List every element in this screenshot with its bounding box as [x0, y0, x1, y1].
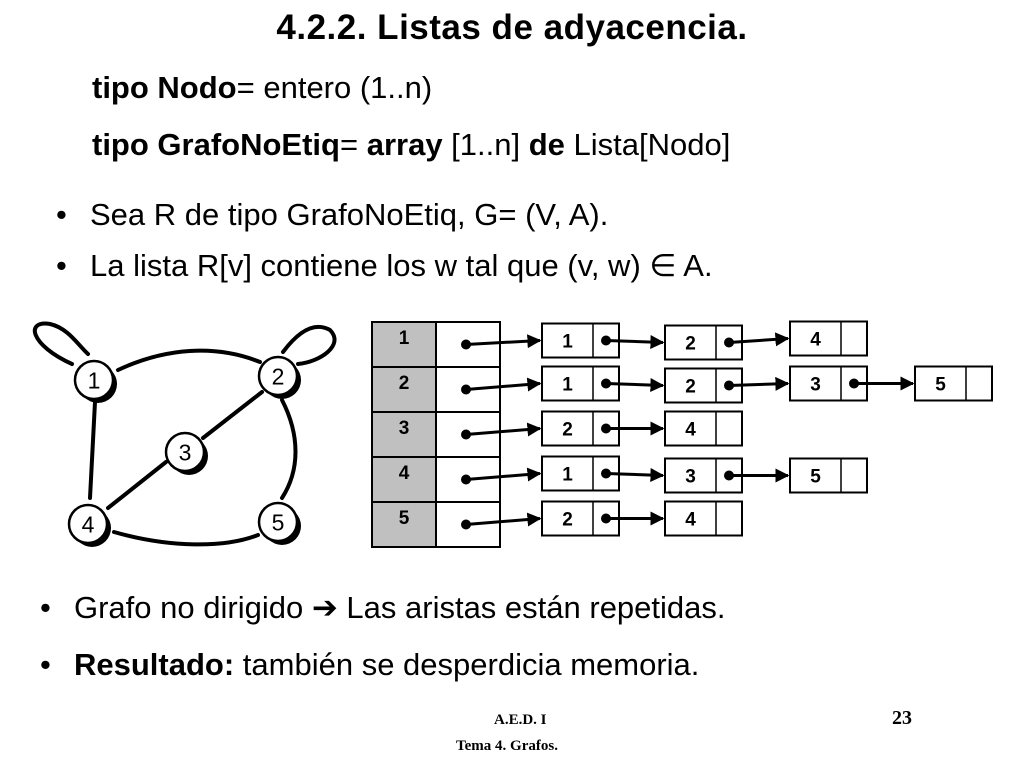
list-node-value: 2	[685, 377, 696, 398]
type-grafo-line: tipo GrafoNoEtiq= array [1..n] de Lista[…	[92, 127, 730, 163]
pointer-arrow	[605, 335, 665, 350]
pointer-arrow	[605, 468, 665, 483]
pointer-arrow	[465, 422, 542, 437]
bullet-dot: •	[40, 590, 51, 625]
graph-node-5: 5	[257, 501, 301, 545]
bullet-dot: •	[56, 197, 67, 232]
pointer-arrow	[728, 332, 790, 347]
list-node-value: 2	[685, 334, 696, 355]
bullet-lista-rv: • La lista R[v] contiene los w tal que (v…	[56, 248, 713, 284]
type-nodo-definition: entero (1..n)	[263, 70, 433, 105]
bullet-text-end: Las aristas están repetidas.	[337, 590, 726, 625]
pointer-arrow	[465, 467, 542, 482]
graph-edge-4-5	[112, 530, 260, 547]
list-node-value: 1	[562, 332, 573, 353]
footer-course: A.E.D. I	[494, 712, 547, 728]
list-node	[664, 410, 743, 447]
bullet-text: La lista R[v] contiene los w tal que (v,…	[90, 248, 650, 283]
resultado-label: Resultado:	[74, 647, 235, 682]
graph-node-label: 5	[272, 509, 285, 535]
bullet-resultado: • Resultado: también se desperdicia memor…	[40, 647, 699, 683]
list-node	[789, 457, 868, 494]
de-keyword: de	[528, 127, 565, 162]
bullet-sea-r: • Sea R de tipo GrafoNoEtiq, G= (V, A).	[56, 197, 608, 233]
array-index-cell	[371, 366, 437, 413]
graph-edge-1-1	[32, 321, 90, 366]
bullet-dot: •	[40, 647, 51, 682]
list-node	[789, 320, 868, 357]
list-node	[789, 365, 868, 402]
slide-title: 4.2.2. Listas de adyacencia.	[276, 8, 748, 47]
array-index-label: 4	[399, 463, 410, 484]
list-node-value: 1	[562, 465, 573, 486]
bullet-text: Sea R de tipo GrafoNoEtiq, G= (V, A).	[90, 197, 609, 232]
graph-diagram: 1 2 3 4 5	[32, 321, 337, 547]
list-node-value: 2	[562, 420, 573, 441]
graph-edge-1-4	[88, 400, 97, 500]
pointer-arrow	[465, 512, 542, 527]
graph-edge-2-5	[280, 398, 298, 500]
list-node-value: 5	[935, 375, 946, 396]
graph-node-label: 3	[179, 439, 192, 465]
array-index-cell	[371, 411, 437, 458]
array-index-label: 2	[399, 373, 410, 394]
list-node	[914, 365, 993, 402]
bullet-text-end: A.	[676, 248, 713, 283]
array-index-label: 3	[399, 418, 410, 439]
bullet-text: Grafo no dirigido	[74, 590, 312, 625]
type-grafo-keyword: tipo GrafoNoEtiq	[92, 127, 340, 162]
list-type: Lista[Nodo]	[564, 127, 731, 162]
graph-edge-2-3	[201, 390, 264, 440]
type-nodo-equals: =	[236, 70, 264, 105]
element-of-symbol: ∈	[649, 248, 677, 283]
type-nodo-line: tipo Nodo= entero (1..n)	[92, 70, 432, 106]
list-node-value: 4	[685, 510, 696, 531]
list-node-value: 4	[685, 420, 696, 441]
pointer-arrow	[605, 378, 665, 393]
array-index-label: 5	[399, 508, 410, 529]
graph-node-3: 3	[164, 431, 208, 475]
graph-edge-3-4	[106, 460, 168, 510]
array-range: [1..n]	[442, 127, 529, 162]
list-node-value: 1	[562, 375, 573, 396]
list-node-value: 4	[810, 330, 821, 351]
type-nodo-keyword: tipo Nodo	[92, 70, 237, 105]
list-node	[541, 365, 620, 402]
pointer-arrow	[465, 334, 542, 349]
list-node	[664, 500, 743, 537]
graph-node-1: 1	[73, 359, 117, 403]
pointer-arrow	[465, 377, 542, 392]
graph-node-label: 2	[272, 363, 285, 389]
graph-node-2: 2	[257, 355, 301, 399]
bullet-grafo-no-dirigido: • Grafo no dirigido ➔ Las aristas están r…	[40, 590, 726, 626]
graph-edge-1-2	[116, 348, 262, 372]
footer-topic: Tema 4. Grafos.	[456, 738, 558, 754]
graph-node-label: 4	[82, 511, 95, 537]
implies-arrow-icon: ➔	[311, 590, 338, 625]
page-number: 23	[892, 707, 912, 729]
graph-node-label: 1	[88, 367, 101, 393]
array-index-label: 1	[399, 328, 410, 349]
array-index-cell	[371, 321, 437, 368]
list-node-value: 3	[685, 467, 696, 488]
bullet-text: también se desperdicia memoria.	[234, 647, 700, 682]
pointer-arrow	[728, 376, 790, 391]
list-node-value: 3	[810, 375, 821, 396]
bullet-dot: •	[56, 248, 67, 283]
list-node-value: 2	[562, 510, 573, 531]
type-grafo-equals: =	[339, 127, 367, 162]
graph-node-4: 4	[67, 503, 111, 547]
array-keyword: array	[366, 127, 443, 162]
graph-edge-2-2	[281, 324, 337, 366]
list-node-value: 5	[810, 467, 821, 488]
